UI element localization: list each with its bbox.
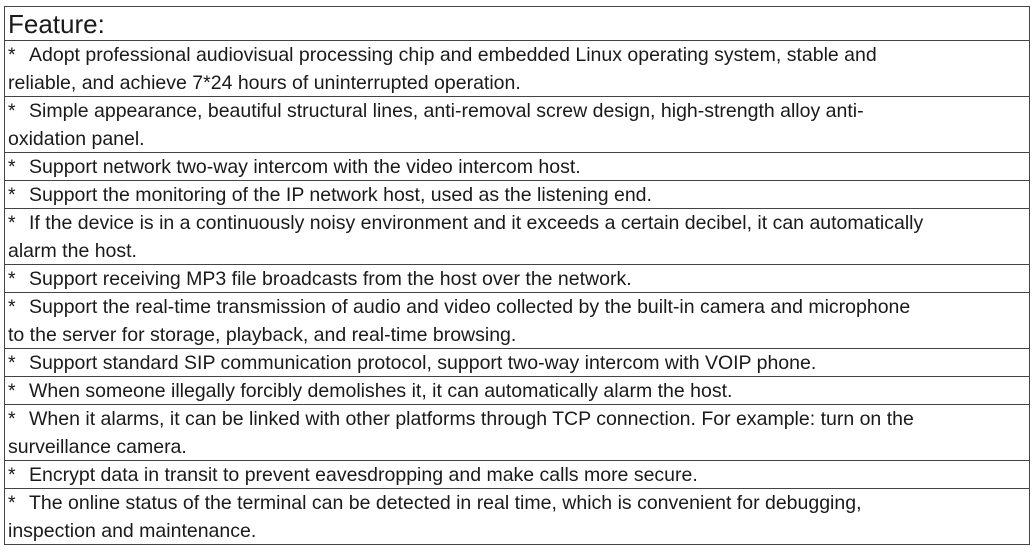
feature-line: surveillance camera.	[8, 433, 1029, 460]
feature-text: reliable, and achieve 7*24 hours of unin…	[8, 72, 521, 94]
bullet-marker: *	[8, 464, 16, 486]
feature-line: oxidation panel.	[8, 125, 1029, 152]
feature-line: * Support the real-time transmission of a…	[8, 293, 1029, 321]
feature-text: When someone illegally forcibly demolish…	[29, 380, 733, 402]
bullet-marker: *	[8, 380, 16, 402]
feature-line: * The online status of the terminal can b…	[8, 489, 1029, 517]
feature-text: Support receiving MP3 file broadcasts fr…	[29, 268, 632, 290]
feature-text: When it alarms, it can be linked with ot…	[29, 408, 914, 430]
feature-line: * When it alarms, it can be linked with o…	[8, 405, 1029, 433]
feature-text: Support the real-time transmission of au…	[29, 296, 911, 318]
feature-row: * Support standard SIP communication prot…	[5, 349, 1029, 377]
feature-row: * Support network two-way intercom with t…	[5, 153, 1029, 181]
feature-row: * Simple appearance, beautiful structural…	[5, 97, 1029, 153]
feature-line: inspection and maintenance.	[8, 517, 1029, 544]
feature-text: Support standard SIP communication proto…	[29, 352, 817, 374]
feature-text: oxidation panel.	[8, 128, 145, 150]
feature-row: * Support receiving MP3 file broadcasts f…	[5, 265, 1029, 293]
feature-text: Simple appearance, beautiful structural …	[29, 100, 864, 122]
feature-line: * Adopt professional audiovisual processi…	[8, 41, 1029, 69]
feature-line: * When someone illegally forcibly demolis…	[8, 377, 1029, 404]
feature-line: * Support the monitoring of the IP networ…	[8, 181, 1029, 208]
feature-row: * Encrypt data in transit to prevent eave…	[5, 461, 1029, 489]
feature-text: If the device is in a continuously noisy…	[29, 212, 924, 234]
bullet-marker: *	[8, 296, 16, 318]
feature-line: * Support standard SIP communication prot…	[8, 349, 1029, 376]
feature-text: Support network two-way intercom with th…	[29, 156, 581, 178]
feature-row: * Support the monitoring of the IP networ…	[5, 181, 1029, 209]
bullet-marker: *	[8, 492, 16, 514]
feature-row: * If the device is in a continuously nois…	[5, 209, 1029, 265]
feature-heading: Feature:	[5, 7, 1029, 41]
bullet-marker: *	[8, 100, 16, 122]
feature-line: * Support network two-way intercom with t…	[8, 153, 1029, 180]
feature-text: Support the monitoring of the IP network…	[29, 184, 652, 206]
feature-text: inspection and maintenance.	[8, 520, 257, 542]
feature-text: alarm the host.	[8, 240, 137, 262]
bullet-marker: *	[8, 352, 16, 374]
bullet-marker: *	[8, 156, 16, 178]
bullet-marker: *	[8, 44, 16, 66]
feature-line: * Support receiving MP3 file broadcasts f…	[8, 265, 1029, 292]
feature-table: Feature: * Adopt professional audiovisual…	[4, 6, 1030, 545]
feature-row: * Adopt professional audiovisual processi…	[5, 41, 1029, 97]
feature-line: reliable, and achieve 7*24 hours of unin…	[8, 69, 1029, 96]
feature-text: surveillance camera.	[8, 436, 187, 458]
feature-line: * If the device is in a continuously nois…	[8, 209, 1029, 237]
feature-text: The online status of the terminal can be…	[29, 492, 862, 514]
feature-line: to the server for storage, playback, and…	[8, 321, 1029, 348]
bullet-marker: *	[8, 184, 16, 206]
feature-row: * The online status of the terminal can b…	[5, 489, 1029, 545]
feature-text: to the server for storage, playback, and…	[8, 324, 517, 346]
bullet-marker: *	[8, 408, 16, 430]
feature-line: * Simple appearance, beautiful structural…	[8, 97, 1029, 125]
feature-line: alarm the host.	[8, 237, 1029, 264]
feature-row: * When it alarms, it can be linked with o…	[5, 405, 1029, 461]
bullet-marker: *	[8, 212, 16, 234]
feature-text: Encrypt data in transit to prevent eaves…	[29, 464, 698, 486]
feature-text: Adopt professional audiovisual processin…	[29, 44, 877, 66]
bullet-marker: *	[8, 268, 16, 290]
feature-line: * Encrypt data in transit to prevent eave…	[8, 461, 1029, 488]
feature-row: * Support the real-time transmission of a…	[5, 293, 1029, 349]
feature-row: * When someone illegally forcibly demolis…	[5, 377, 1029, 405]
